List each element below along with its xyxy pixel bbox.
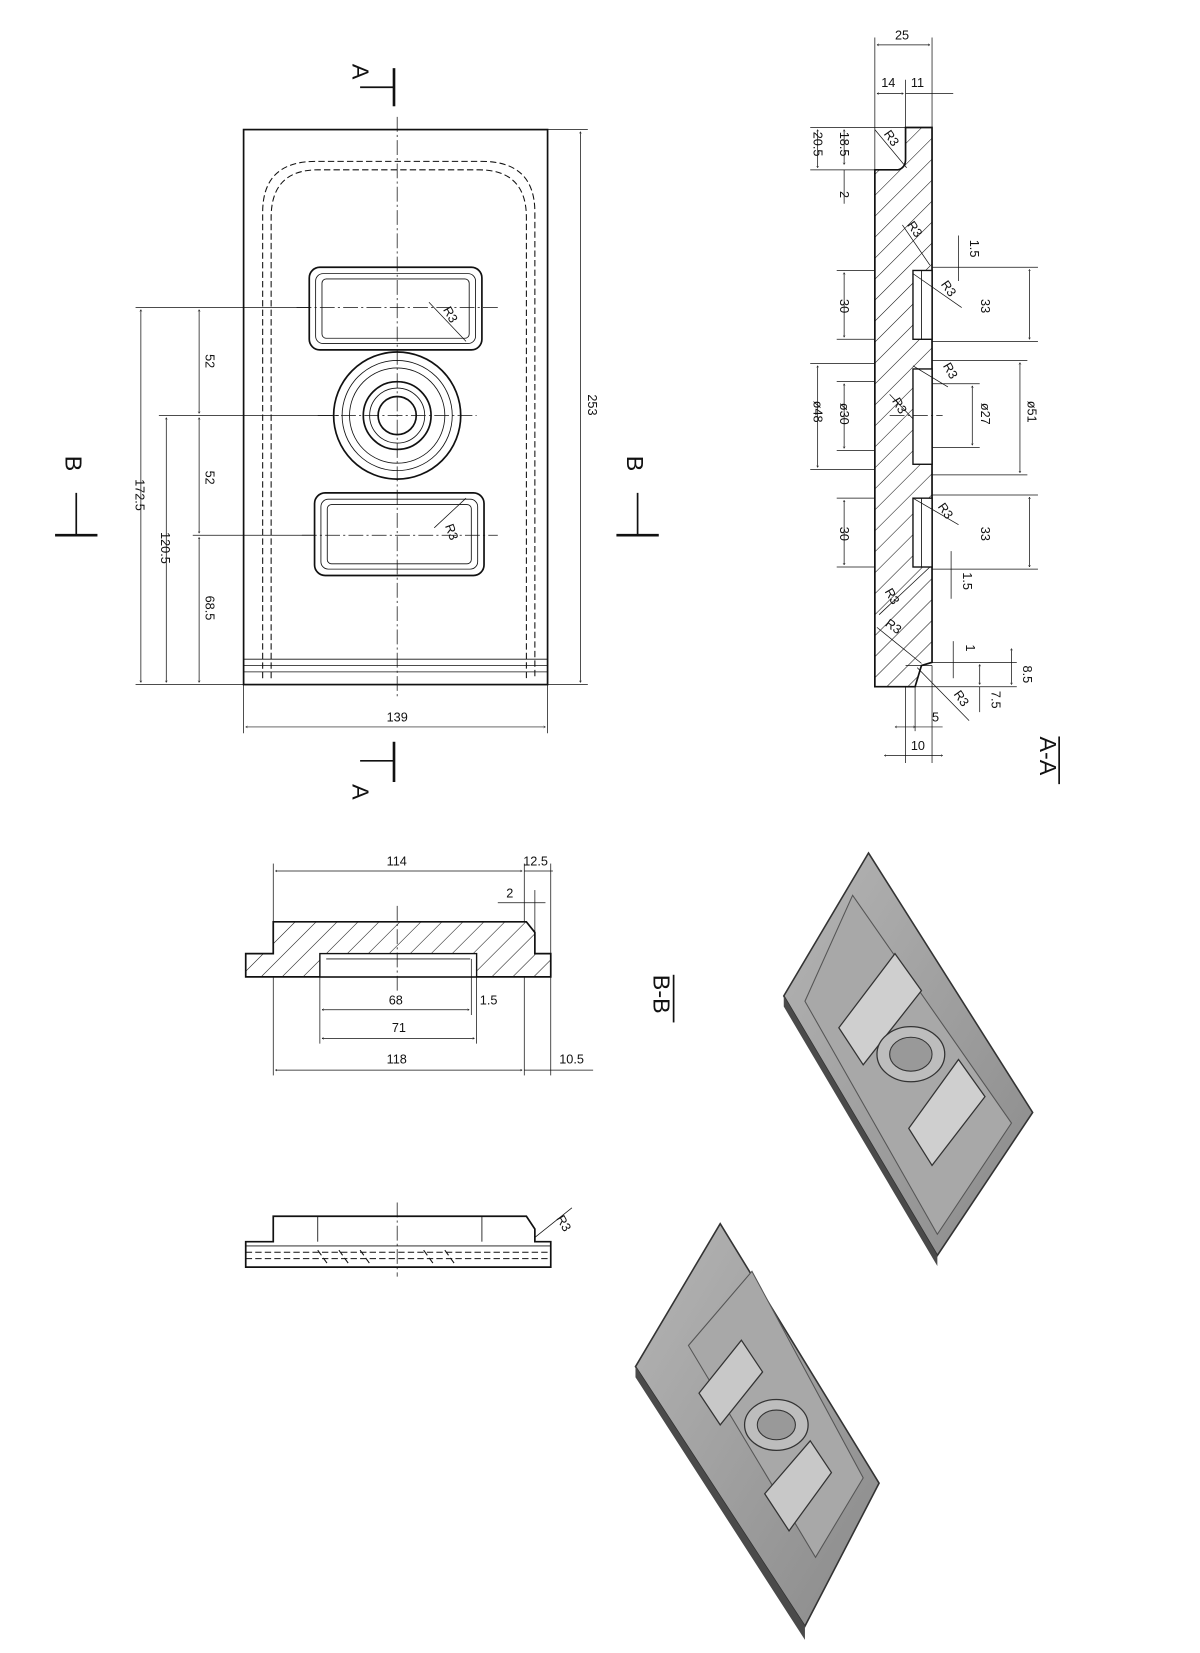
dim-25: 25 <box>895 29 909 43</box>
svg-text:B: B <box>622 456 648 472</box>
section-mark-b-right: B <box>616 456 659 537</box>
dia-48: ø48 <box>810 401 824 423</box>
section-b-b: 114 12.5 2 68 1.5 71 118 10.5 B-B <box>244 855 674 1076</box>
dia-51: ø51 <box>1024 401 1038 423</box>
section-a-a-title: A-A <box>1035 736 1061 785</box>
dim-1: 1 <box>963 644 977 651</box>
radius-label: R3 <box>935 500 956 521</box>
dim-5: 5 <box>932 711 939 725</box>
radius-label: R3 <box>889 395 909 416</box>
dim-30-bottom: 30 <box>837 527 851 541</box>
dim-33-top: 33 <box>978 299 992 313</box>
dim-20-5: 20.5 <box>810 132 824 157</box>
dim-2: 2 <box>506 886 513 900</box>
dim-33-bottom: 33 <box>978 527 992 541</box>
section-mark-a-top: A <box>348 64 396 107</box>
dim-2: 2 <box>837 191 851 198</box>
svg-text:B: B <box>61 456 87 472</box>
radius-label: R3 <box>940 360 960 381</box>
dim-30-top: 30 <box>837 299 851 313</box>
dim-height: 253 <box>585 394 599 415</box>
radius-label: R3 <box>951 688 972 709</box>
dim-7-5: 7.5 <box>988 691 1002 709</box>
svg-text:B-B: B-B <box>648 975 674 1014</box>
radius-label: R3 <box>442 522 461 542</box>
dim-18-5: 18.5 <box>837 132 851 157</box>
dia-30: ø30 <box>837 403 851 425</box>
dim-1-5: 1.5 <box>480 993 498 1007</box>
dim-12-5: 12.5 <box>523 855 548 869</box>
dim-118: 118 <box>387 1053 407 1067</box>
isometric-view-bottom <box>634 1222 880 1640</box>
dim-14: 14 <box>881 76 895 90</box>
section-a-a: 25 14 11 20.5 18.5 2 30 33 1.5 ø48 ø30 <box>810 29 1061 785</box>
side-view: R3 <box>244 1202 574 1277</box>
radius-label: R3 <box>553 1213 573 1234</box>
dim-8-5: 8.5 <box>1020 666 1034 684</box>
dim-172-5: 172.5 <box>133 479 147 511</box>
dim-52-top: 52 <box>202 354 216 368</box>
dim-52-bottom: 52 <box>202 471 216 485</box>
dim-10: 10 <box>911 739 925 753</box>
svg-text:A-A: A-A <box>1035 736 1061 775</box>
dim-68: 68 <box>389 993 403 1007</box>
svg-text:A: A <box>348 64 374 80</box>
isometric-view-top <box>782 851 1034 1267</box>
radius-label: R3 <box>938 278 959 299</box>
dim-10-5: 10.5 <box>559 1053 584 1067</box>
radius-label: R3 <box>882 586 902 607</box>
dia-27: ø27 <box>978 403 992 425</box>
dim-width: 139 <box>387 711 408 725</box>
slot-bottom <box>313 492 485 577</box>
dim-114: 114 <box>387 855 407 869</box>
front-view: R3 R3 A A B B 253 139 <box>55 64 659 800</box>
slot-top <box>308 266 483 351</box>
section-mark-b-left: B <box>55 456 98 537</box>
radius-label: R3 <box>881 128 902 149</box>
section-mark-a-bottom: A <box>348 741 396 800</box>
svg-text:A: A <box>348 784 374 800</box>
dim-71: 71 <box>392 1021 406 1035</box>
dim-11: 11 <box>911 76 924 90</box>
dim-1-5-bottom: 1.5 <box>960 572 974 590</box>
dim-68-5: 68.5 <box>202 596 216 621</box>
section-b-b-title: B-B <box>648 974 674 1023</box>
radius-label: R3 <box>440 304 460 325</box>
dim-120-5: 120.5 <box>158 532 172 564</box>
dim-1-5-top: 1.5 <box>967 240 981 258</box>
